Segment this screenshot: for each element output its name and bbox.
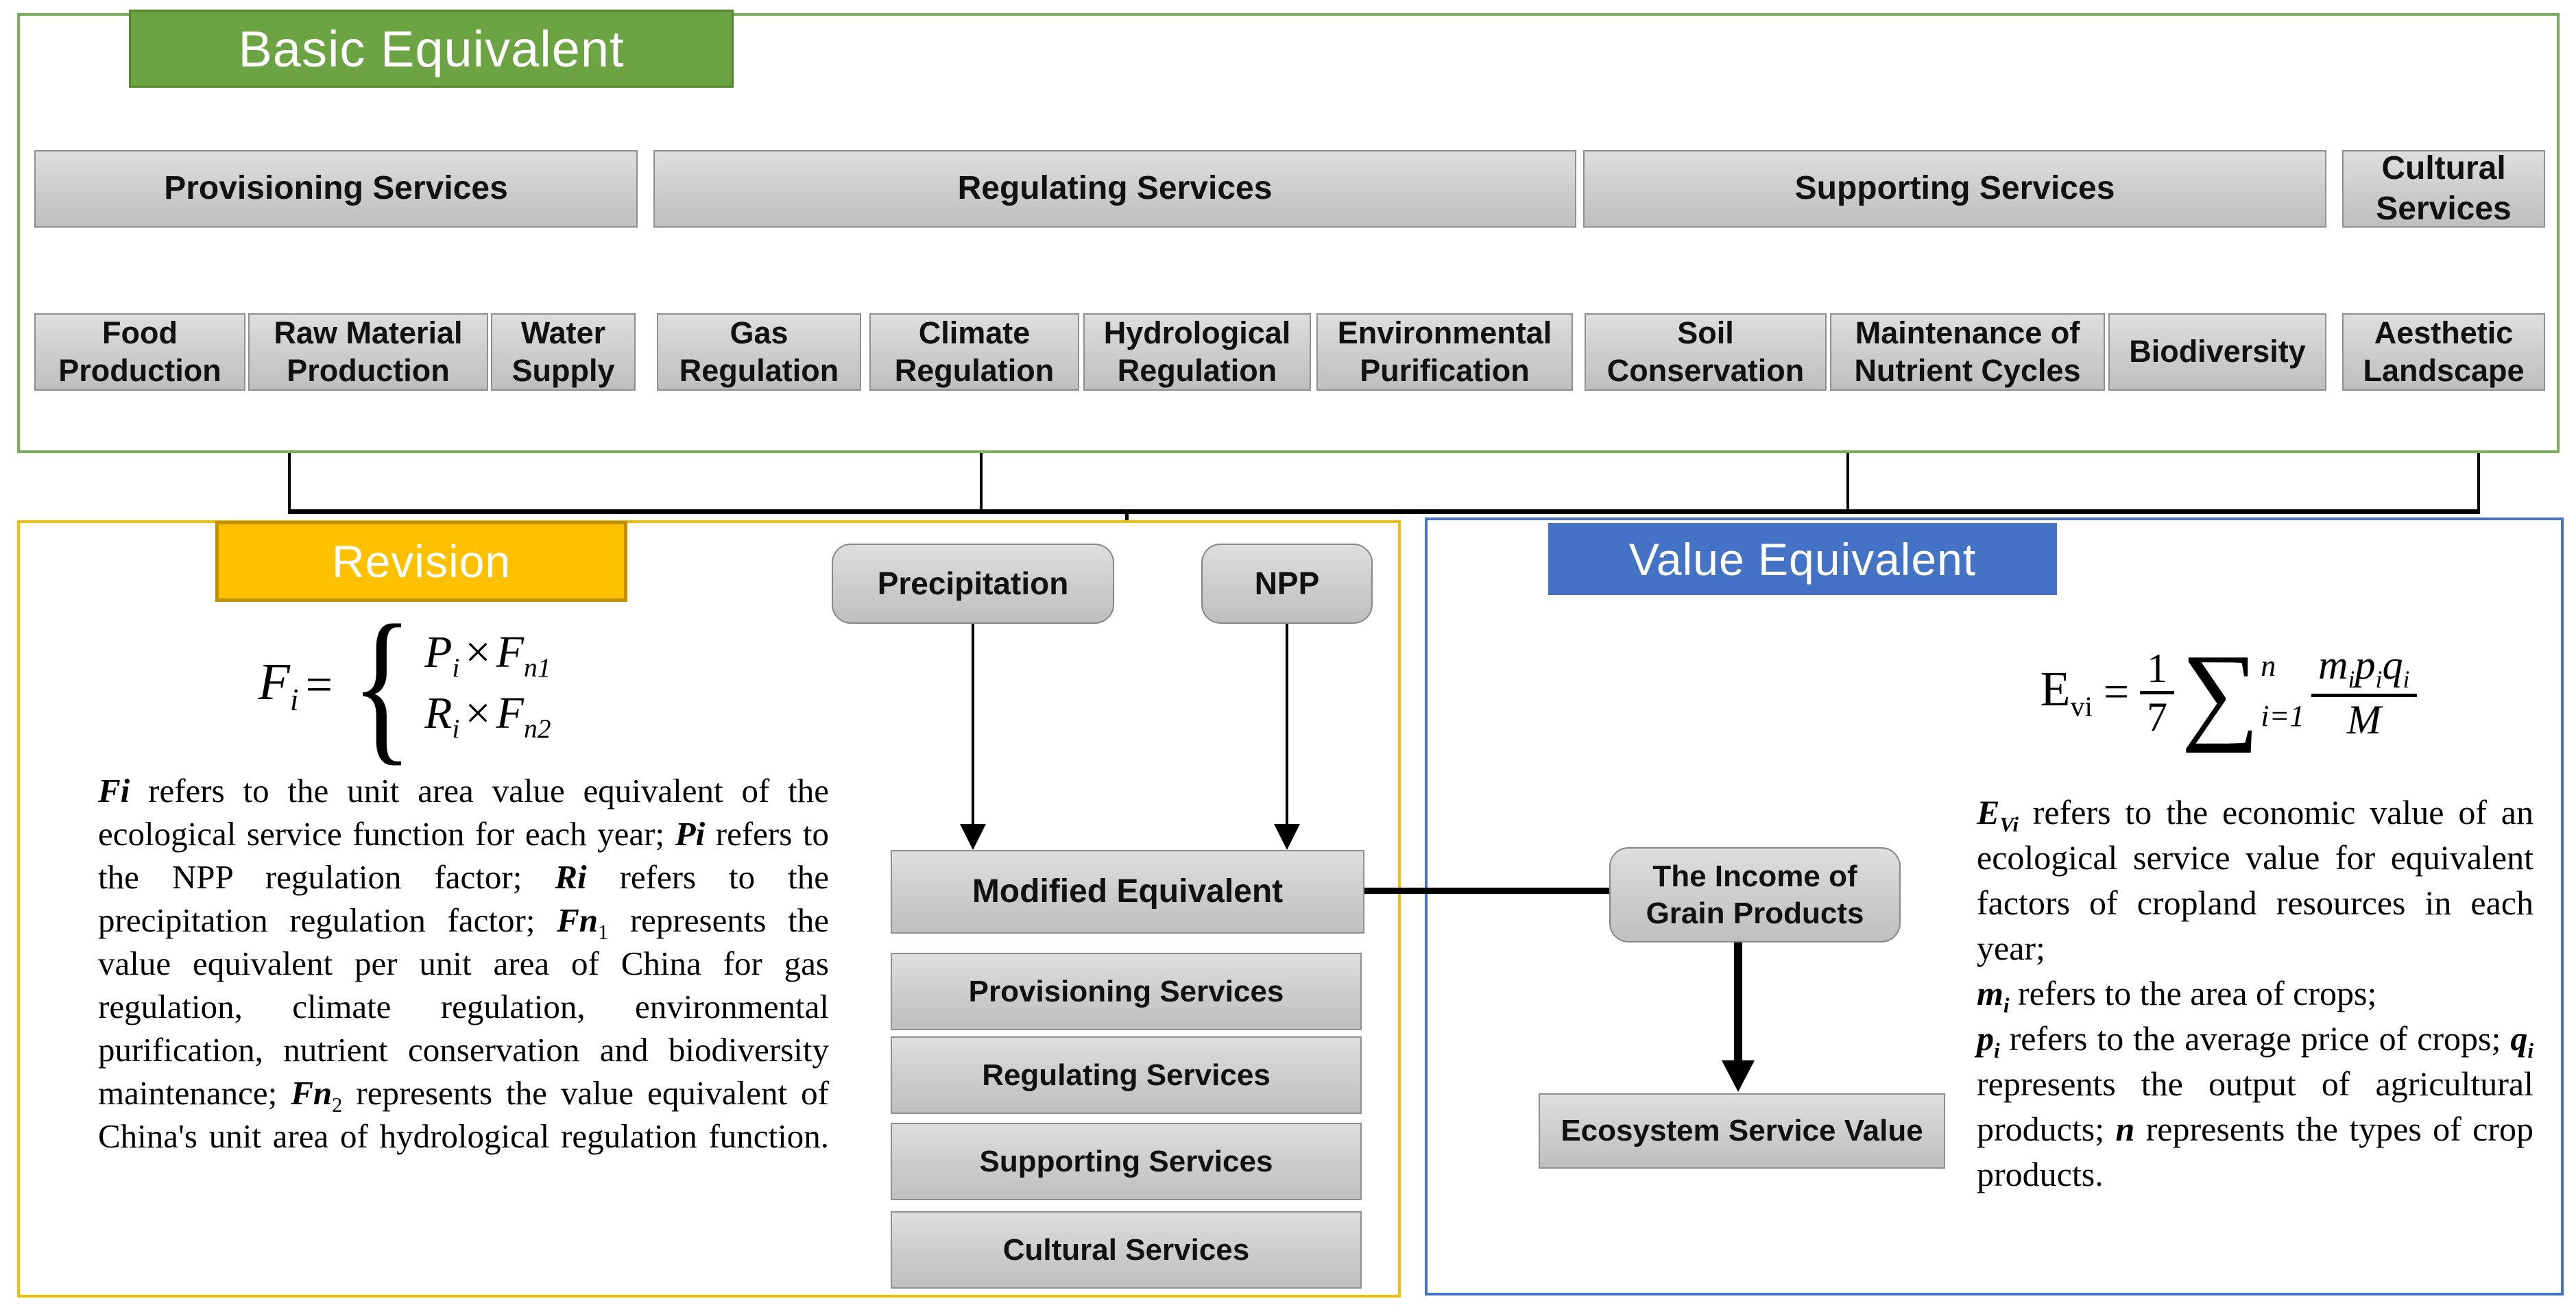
subservice-box-climate-regulation: Climate Regulation bbox=[869, 313, 1079, 391]
stack-box-cultural-services: Cultural Services bbox=[891, 1211, 1362, 1289]
formula-case-2: Ri×Fn2 bbox=[424, 688, 551, 744]
equals-sign: = bbox=[305, 659, 333, 711]
formula-lhs-evi: Evi bbox=[2040, 661, 2093, 723]
value-formula: Evi = 1 7 ∑ n i=1 mipiqi M bbox=[1968, 617, 2489, 768]
arrow-income-to-esv-line bbox=[1734, 942, 1742, 1063]
revision-formula: Fi = { Pi×Fn1 Ri×Fn2 bbox=[199, 589, 610, 780]
connector-drop-regulating bbox=[980, 453, 983, 513]
formula-lhs: Fi bbox=[258, 653, 299, 718]
arrow-precipitation-line bbox=[972, 624, 974, 825]
summation-limits: n i=1 bbox=[2261, 649, 2305, 733]
basic-equivalent-header: Basic Equivalent bbox=[129, 10, 734, 88]
ecosystem-service-value-box: Ecosystem Service Value bbox=[1539, 1093, 1945, 1169]
arrowhead-precipitation bbox=[960, 824, 986, 850]
formula-cases: Pi×Fn1 Ri×Fn2 bbox=[424, 626, 551, 744]
stack-box-supporting-services: Supporting Services bbox=[891, 1123, 1362, 1200]
npp-box: NPP bbox=[1201, 544, 1373, 624]
subservice-box-biodiversity: Biodiversity bbox=[2108, 313, 2326, 391]
arrow-npp-line bbox=[1286, 624, 1288, 825]
value-description-paragraph-1: EVi refers to the economic value of an e… bbox=[1977, 793, 2533, 967]
category-box-supporting-services: Supporting Services bbox=[1583, 150, 2326, 228]
equals-sign: = bbox=[2103, 667, 2130, 717]
arrowhead-npp bbox=[1274, 824, 1300, 850]
connector-modified-to-income bbox=[1364, 888, 1609, 894]
subservice-box-raw-material-production: Raw Material Production bbox=[248, 313, 488, 391]
revision-title: Revision bbox=[331, 536, 511, 587]
sigma-symbol: ∑ bbox=[2181, 631, 2260, 753]
value-description: EVi refers to the economic value of an e… bbox=[1977, 790, 2533, 1197]
subservice-box-aesthetic-landscape: Aesthetic Landscape bbox=[2342, 313, 2545, 391]
subservice-box-hydrological-regulation: Hydrological Regulation bbox=[1083, 313, 1311, 391]
basic-equivalent-title: Basic Equivalent bbox=[238, 20, 625, 77]
subservice-box-soil-conservation: Soil Conservation bbox=[1585, 313, 1827, 391]
connector-drop-supporting bbox=[1846, 453, 1849, 513]
stack-box-regulating-services: Regulating Services bbox=[891, 1036, 1362, 1114]
connector-drop-provisioning bbox=[288, 453, 291, 513]
arrowhead-income-to-esv bbox=[1722, 1060, 1755, 1092]
value-equivalent-title: Value Equivalent bbox=[1628, 533, 1977, 585]
value-equivalent-header: Value Equivalent bbox=[1548, 523, 2057, 595]
category-box-provisioning-services: Provisioning Services bbox=[34, 150, 638, 228]
revision-description: Fi refers to the unit area value equival… bbox=[98, 772, 830, 1155]
formula-case-1: Pi×Fn1 bbox=[424, 626, 551, 683]
modified-equivalent-box: Modified Equivalent bbox=[891, 850, 1364, 934]
connector-trunk bbox=[288, 509, 2480, 514]
subservice-box-maintenance-nutrient-cycles: Maintenance of Nutrient Cycles bbox=[1830, 313, 2105, 391]
value-description-paragraph-2: mi refers to the area of crops; bbox=[1977, 974, 2377, 1017]
category-box-regulating-services: Regulating Services bbox=[653, 150, 1576, 228]
precipitation-box: Precipitation bbox=[832, 544, 1114, 624]
fraction-denominator: M bbox=[2346, 696, 2381, 742]
income-grain-products-box: The Income of Grain Products bbox=[1609, 847, 1901, 942]
value-description-paragraph-3: pi refers to the average price of crops;… bbox=[1977, 1019, 2533, 1193]
subservice-box-gas-regulation: Gas Regulation bbox=[657, 313, 861, 391]
fraction-one-seventh: 1 7 bbox=[2140, 646, 2175, 740]
subservice-box-food-production: Food Production bbox=[34, 313, 245, 391]
subservice-box-water-supply: Water Supply bbox=[491, 313, 636, 391]
fraction-mpq-over-M: mipiqi M bbox=[2311, 642, 2417, 742]
fraction-numerator: mipiqi bbox=[2311, 642, 2417, 697]
revision-header: Revision bbox=[215, 521, 627, 602]
connector-drop-cultural bbox=[2477, 453, 2480, 513]
category-box-cultural-services: Cultural Services bbox=[2342, 150, 2545, 228]
subservice-box-environmental-purification: Environmental Purification bbox=[1316, 313, 1573, 391]
stack-box-provisioning-services: Provisioning Services bbox=[891, 953, 1362, 1030]
summation: ∑ n i=1 bbox=[2181, 631, 2305, 753]
curly-brace: { bbox=[351, 589, 413, 780]
